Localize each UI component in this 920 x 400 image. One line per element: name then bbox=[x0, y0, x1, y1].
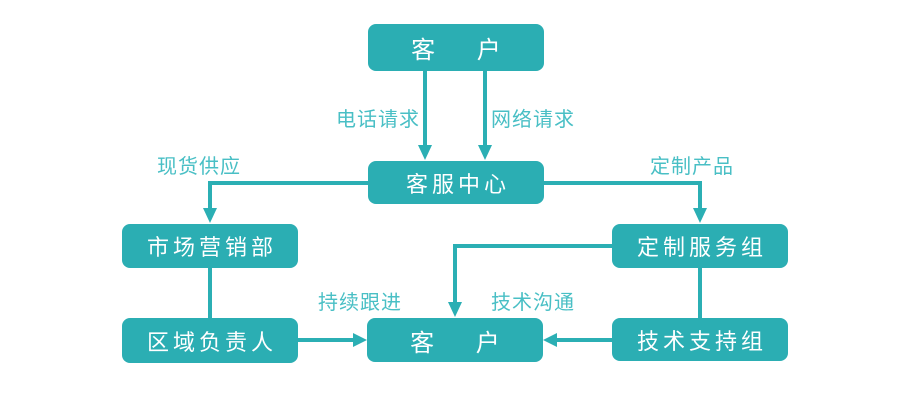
edge-follow-up bbox=[298, 333, 367, 347]
edge-network-request bbox=[478, 71, 492, 160]
node-customer-top: 客 户 bbox=[368, 24, 544, 71]
edge-phone-request bbox=[418, 71, 432, 160]
node-marketing-dept: 市场营销部 bbox=[122, 224, 298, 268]
edge-label-tech-communication: 技术沟通 bbox=[491, 290, 575, 314]
node-regional-manager: 区域负责人 bbox=[122, 318, 298, 363]
edge-label-network-request: 网络请求 bbox=[491, 107, 575, 131]
node-tech-support-group: 技术支持组 bbox=[612, 318, 788, 361]
edge-label-follow-up: 持续跟进 bbox=[318, 290, 402, 314]
node-service-center: 客服中心 bbox=[368, 161, 544, 204]
edge-spot-supply bbox=[203, 181, 368, 223]
edge-label-phone-request: 电话请求 bbox=[336, 107, 420, 131]
node-custom-service-group: 定制服务组 bbox=[612, 224, 788, 268]
edge-label-custom-product: 定制产品 bbox=[650, 154, 734, 178]
edge-custom-to-customer bbox=[448, 244, 612, 317]
edge-custom-product bbox=[544, 181, 707, 223]
node-customer-bottom: 客 户 bbox=[367, 318, 543, 362]
edge-tech-communication bbox=[543, 333, 612, 347]
edge-label-spot-supply: 现货供应 bbox=[157, 154, 241, 178]
